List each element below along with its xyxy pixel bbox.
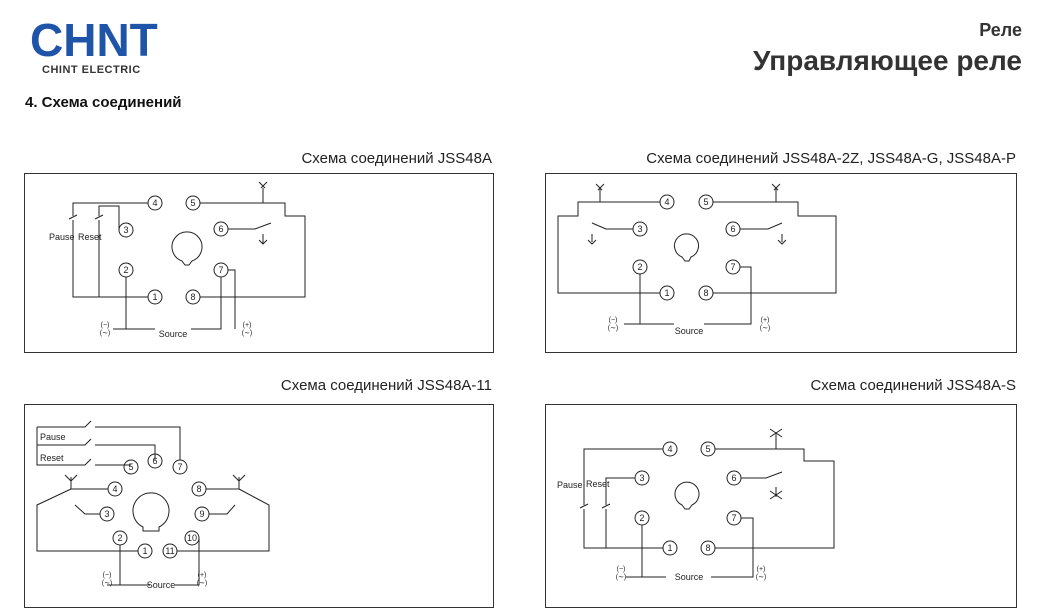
wiring-diagram-jss48a-s: 4 5 3 6 2 7 1 8 Pause Reset Source (−) (∼) (…: [557, 428, 835, 582]
minus-label: (−): [609, 317, 618, 324]
minus-label: (−): [101, 322, 110, 329]
diagram-jss48a: 4 5 3 6 2 7 1 8 Pause Reset Source (−) (∼) (…: [24, 173, 494, 353]
source-label: Source: [147, 580, 176, 590]
svg-text:11: 11: [165, 546, 174, 556]
svg-text:2: 2: [637, 262, 642, 272]
tilde-label: (∼): [616, 574, 627, 581]
svg-text:5: 5: [128, 462, 133, 472]
tilde-label: (∼): [102, 580, 113, 587]
svg-text:8: 8: [703, 288, 708, 298]
wiring-diagram-jss48a-2z: 4 5 3 6 2 7 1 8 Source (−) (∼) (+) (∼): [557, 183, 837, 336]
diagram-title-jss48a-11: Схема соединений JSS48A-11: [280, 377, 492, 394]
svg-text:5: 5: [703, 197, 708, 207]
svg-text:6: 6: [730, 224, 735, 234]
tilde-label: (∼): [756, 574, 767, 581]
logo-text: CHNT: [30, 14, 158, 66]
diagram-jss48a-s: 4 5 3 6 2 7 1 8 Pause Reset Source (−) (∼) (…: [545, 404, 1017, 608]
svg-text:6: 6: [152, 456, 157, 466]
logo-subtext: CHINT ELECTRIC: [42, 64, 141, 76]
svg-text:2: 2: [639, 513, 644, 523]
svg-text:1: 1: [664, 288, 669, 298]
svg-text:4: 4: [664, 197, 669, 207]
minus-label: (−): [617, 566, 626, 573]
reset-label: Reset: [78, 232, 102, 242]
svg-text:3: 3: [104, 509, 109, 519]
svg-text:7: 7: [730, 262, 735, 272]
svg-text:6: 6: [218, 224, 223, 234]
pause-label: Pause: [557, 480, 583, 490]
plus-label: (+): [761, 317, 770, 324]
pause-label: Pause: [49, 232, 75, 242]
plus-label: (+): [243, 322, 252, 329]
svg-text:1: 1: [152, 292, 157, 302]
reset-label: Reset: [40, 453, 64, 463]
svg-text:5: 5: [705, 444, 710, 454]
page-title: Управляющее реле: [752, 45, 1022, 76]
plus-label: (+): [198, 572, 207, 579]
source-label: Source: [159, 329, 188, 339]
tilde-label: (∼): [760, 325, 771, 332]
svg-text:1: 1: [142, 546, 147, 556]
wiring-diagram-jss48a: 4 5 3 6 2 7 1 8 Pause Reset Source (−) (∼) (…: [49, 181, 306, 339]
pause-label: Pause: [40, 432, 66, 442]
tilde-label: (∼): [608, 325, 619, 332]
svg-text:8: 8: [705, 543, 710, 553]
svg-text:6: 6: [731, 473, 736, 483]
svg-text:7: 7: [218, 265, 223, 275]
svg-text:4: 4: [112, 484, 117, 494]
svg-text:8: 8: [190, 292, 195, 302]
page-header: Реле Управляющее реле: [753, 20, 1022, 77]
svg-text:3: 3: [639, 473, 644, 483]
diagram-jss48a-2z: 4 5 3 6 2 7 1 8 Source (−) (∼) (+) (∼): [545, 173, 1017, 353]
svg-text:3: 3: [123, 225, 128, 235]
tilde-label: (∼): [242, 330, 253, 337]
svg-text:4: 4: [667, 444, 672, 454]
source-label: Source: [675, 572, 704, 582]
header-category: Реле: [979, 20, 1022, 40]
svg-text:10: 10: [187, 533, 197, 543]
source-label: Source: [675, 326, 704, 336]
svg-text:1: 1: [667, 543, 672, 553]
svg-text:9: 9: [199, 509, 204, 519]
tilde-label: (∼): [100, 330, 111, 337]
svg-text:4: 4: [152, 198, 157, 208]
svg-text:3: 3: [637, 224, 642, 234]
diagram-title-jss48a-2z: Схема соединений JSS48A-2Z, JSS48A-G, JS…: [646, 150, 1016, 167]
svg-text:5: 5: [190, 198, 195, 208]
section-title: 4. Схема соединений: [25, 94, 182, 111]
diagram-title-jss48a: Схема соединений JSS48A: [301, 150, 492, 167]
tilde-label: (∼): [197, 580, 208, 587]
svg-text:2: 2: [123, 265, 128, 275]
chint-logo: CHNT CHINT ELECTRIC: [30, 14, 158, 76]
svg-text:2: 2: [117, 533, 122, 543]
svg-text:7: 7: [177, 462, 182, 472]
reset-label: Reset: [586, 479, 610, 489]
svg-text:8: 8: [196, 484, 201, 494]
svg-text:7: 7: [731, 513, 736, 523]
plus-label: (+): [757, 566, 766, 573]
minus-label: (−): [103, 572, 112, 579]
diagram-title-jss48a-s: Схема соединений JSS48A-S: [810, 377, 1016, 394]
